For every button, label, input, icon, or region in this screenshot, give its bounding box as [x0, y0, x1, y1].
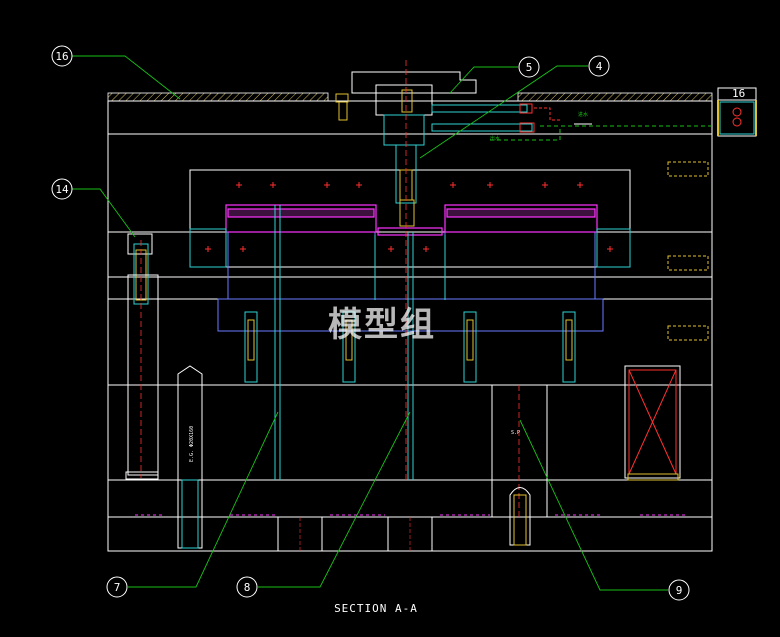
ejector-guide-pillar: E.G. Φ20X160 [177, 365, 203, 549]
locating-screw [335, 93, 349, 121]
sprue-puller-block: S.P [491, 384, 548, 546]
callout-5: 5 [518, 56, 540, 78]
ejector-pins [274, 205, 414, 480]
cap-screws [244, 311, 576, 383]
callout-4-label: 4 [596, 60, 603, 73]
sprue-bushing [351, 60, 477, 480]
callout-16: 16 [51, 45, 73, 67]
callout-14: 14 [51, 178, 73, 200]
callout-7: 7 [106, 576, 128, 598]
callout-8-label: 8 [244, 581, 251, 594]
callout-7-label: 7 [114, 581, 121, 594]
spring-box [624, 365, 681, 481]
sprue-mark: S.P [511, 430, 520, 436]
watermark: 模型组 [328, 305, 436, 345]
callout-16-label: 16 [55, 50, 68, 63]
svg-text:出水: 出水 [490, 135, 500, 142]
callout-14-label: 14 [55, 183, 69, 196]
guide-pin [125, 233, 159, 480]
cavity-inserts [225, 204, 598, 236]
top-clamp-plate [107, 92, 713, 135]
detail-16-label: 16 [732, 87, 745, 100]
callout-4: 4 [588, 55, 610, 77]
callout-8: 8 [236, 576, 258, 598]
core-blocks [189, 228, 631, 300]
leader-lines [72, 55, 668, 591]
support-pillars [277, 516, 433, 552]
section-title: SECTION A-A [334, 602, 418, 615]
callout-9: 9 [668, 579, 690, 601]
side-screws [667, 161, 709, 341]
svg-text:进水: 进水 [578, 111, 588, 118]
detail-16-box: 16 [717, 87, 757, 137]
plus-markers [205, 182, 613, 252]
callout-9-label: 9 [676, 584, 683, 597]
runner-lines: 进水 出水 [431, 103, 712, 142]
callout-5-label: 5 [526, 61, 533, 74]
ejector-guide-label: E.G. Φ20X160 [189, 426, 195, 462]
